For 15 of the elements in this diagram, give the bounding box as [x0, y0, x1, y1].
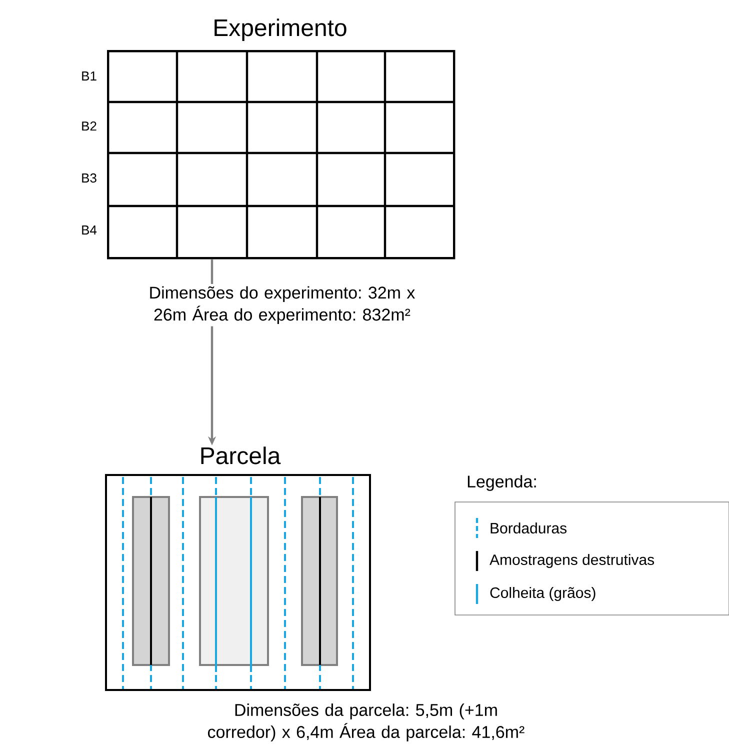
legend-text: Colheita (grãos): [490, 587, 596, 601]
block-label: B4: [82, 226, 97, 234]
dimension-note: Dimensões do experimento: 32m x 26m Área do experimento: 832m²: [150, 286, 415, 324]
plot-layout-drawing: Parcela: [105, 446, 371, 691]
legend-title: Legenda:: [468, 475, 536, 491]
block-label: B3: [82, 173, 96, 183]
block-label: B2: [82, 121, 96, 131]
dimension-note: Dimensões da parcela: 5,5m (+1m corredor) x 6,4m Área da parcela: 41,6m²: [208, 704, 524, 742]
node-label: Experimento: [214, 18, 346, 41]
connector: [210, 259, 214, 284]
legend-text: Bordaduras: [490, 522, 567, 534]
node-label: Parcela: [201, 446, 281, 464]
experiment-grid: Experimento: [107, 18, 456, 260]
legend-text: Amostragens destrutivas: [490, 554, 654, 568]
block-label: B1: [82, 72, 96, 80]
